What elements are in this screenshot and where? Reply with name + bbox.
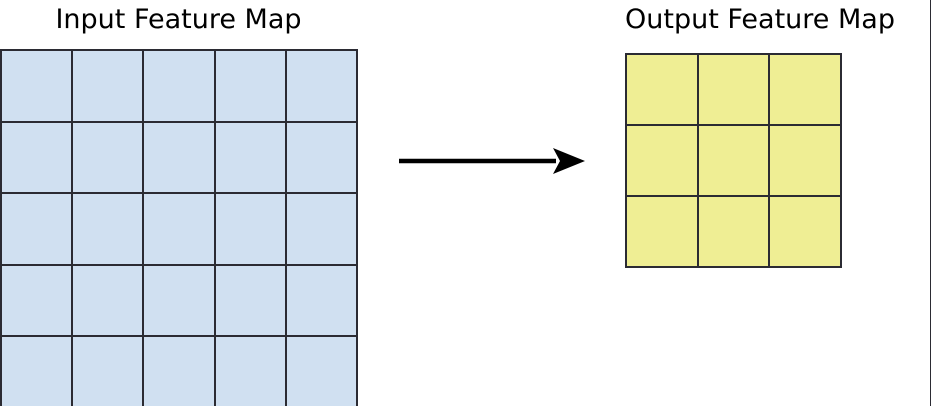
input-cell [73, 337, 143, 406]
input-cell [2, 194, 72, 264]
input-cell [286, 122, 356, 193]
input-cell [286, 265, 356, 336]
input-cell [2, 337, 72, 406]
input-cell [2, 265, 72, 336]
input-cell [286, 337, 356, 406]
input-cell [286, 51, 356, 121]
output-cell [698, 126, 769, 195]
output-feature-map-grid [625, 53, 842, 268]
input-cell [2, 122, 72, 193]
input-cell [144, 265, 214, 336]
arrow-head [553, 148, 585, 174]
input-cell [73, 51, 143, 121]
output-cell [770, 197, 840, 266]
output-cell [698, 197, 769, 266]
input-cell [144, 122, 214, 193]
input-cell [2, 51, 72, 121]
output-cell [770, 55, 840, 124]
right-arrow-icon [399, 148, 585, 174]
input-cell [215, 51, 285, 121]
input-cell [215, 194, 285, 264]
input-cell [215, 265, 285, 336]
input-cell [215, 122, 285, 193]
output-feature-map-title: Output Feature Map [625, 4, 895, 35]
output-cell [770, 126, 840, 195]
input-cell [286, 194, 356, 264]
output-cell [627, 197, 697, 266]
input-cell [144, 51, 214, 121]
input-cell [73, 122, 143, 193]
output-cell [698, 55, 769, 124]
input-cell [144, 194, 214, 264]
input-cell [215, 337, 285, 406]
input-cell [73, 265, 143, 336]
canvas-right-border [930, 0, 931, 406]
output-cell [627, 55, 697, 124]
input-cell [73, 194, 143, 264]
input-feature-map-title: Input Feature Map [55, 4, 302, 35]
input-feature-map-grid [0, 49, 358, 406]
input-cell [144, 337, 214, 406]
output-cell [627, 126, 697, 195]
